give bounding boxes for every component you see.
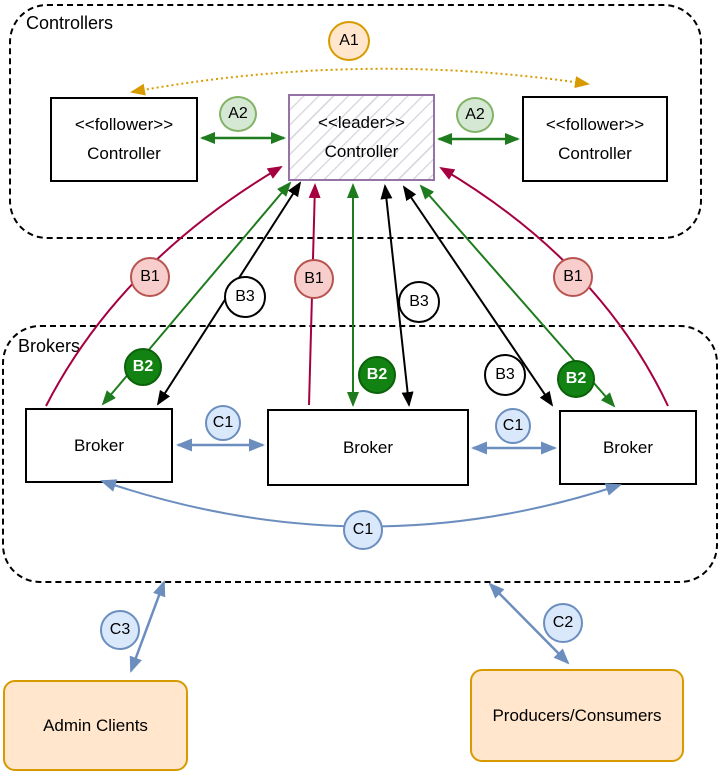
admin-clients-box: Admin Clients [3,680,188,771]
follower-left-name: Controller [87,144,161,163]
badge-a2-right: A2 [456,97,494,133]
badge-b1-right: B1 [553,257,593,297]
broker-left-name: Broker [73,435,125,455]
broker-middle-name: Broker [342,437,394,457]
badge-c1-right: C1 [495,408,531,444]
follower-right-name: Controller [558,143,632,163]
leader-name: Controller [324,142,399,161]
badge-b1-left: B1 [130,257,170,297]
badge-a2-left: A2 [219,96,257,132]
follower-controller-left-box: <<follower>> Controller [50,97,198,182]
badge-b2-right: B2 [557,360,595,398]
follower-right-stereotype: <<follower>> [545,114,645,134]
badge-c3: C3 [100,610,140,650]
badge-b2-middle: B2 [358,356,396,394]
controllers-container-label: Controllers [26,13,114,33]
producers-consumers-label: Producers/Consumers [492,705,662,725]
badge-b3-middle: B3 [398,281,440,323]
broker-left-box: Broker [25,408,173,483]
leader-controller-box: <<leader>> Controller [288,94,435,181]
admin-clients-label: Admin Clients [43,715,148,735]
broker-middle-box: Broker [267,409,469,486]
badge-b2-left: B2 [124,348,162,386]
follower-left-stereotype: <<follower>> [74,115,174,134]
broker-right-name: Broker [602,437,654,457]
follower-controller-right-box: <<follower>> Controller [522,96,668,182]
badge-a1: A1 [328,21,370,61]
producers-consumers-box: Producers/Consumers [470,669,684,762]
leader-stereotype: <<leader>> [318,113,405,132]
badge-c1-left: C1 [205,405,241,441]
badge-b1-middle: B1 [294,259,334,299]
badge-c1-bottom: C1 [343,510,383,550]
badge-b3-right: B3 [484,354,526,396]
broker-right-box: Broker [559,410,697,485]
badge-b3-left: B3 [224,276,266,318]
badge-c2: C2 [543,603,583,643]
